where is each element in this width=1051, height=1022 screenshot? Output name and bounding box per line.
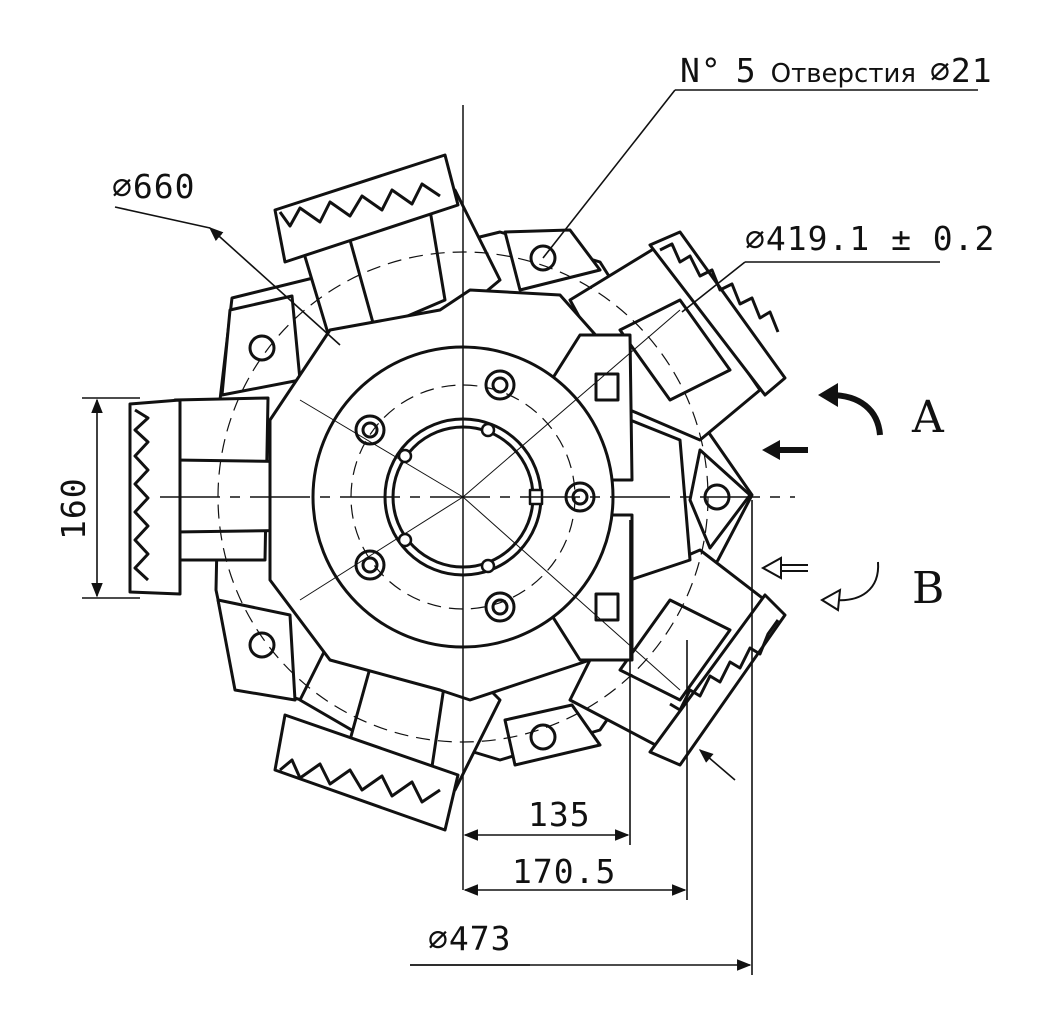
cylinder-left	[128, 396, 324, 596]
annotations: N° 5 Отверстия ∅21 ∅660 ∅419.1 ± 0.2 160…	[54, 51, 995, 958]
port-marker-b	[594, 592, 620, 622]
construction-lines	[160, 105, 795, 890]
flow-indicators	[760, 383, 883, 612]
diameter-419-leader	[681, 261, 746, 313]
hub-bolts	[354, 369, 596, 623]
port-marker-a	[594, 372, 620, 402]
bolt-circle-label: ∅419.1 ± 0.2	[745, 219, 995, 258]
pitch-circle-line	[350, 384, 576, 610]
port-b-label: B	[912, 563, 944, 614]
rotation-arrow-b	[834, 561, 880, 602]
bolt-circle-line	[217, 251, 709, 743]
port-a-label: A	[911, 392, 945, 443]
holes-callout: N° 5 Отверстия ∅21	[680, 51, 993, 90]
body-diameter-label: ∅473	[428, 919, 511, 958]
dimension-lines	[82, 89, 978, 975]
outer-diameter-label: ∅660	[112, 167, 195, 206]
offset-135-label: 135	[528, 795, 591, 834]
cylinder-upper-right	[568, 230, 787, 442]
holes-leader	[542, 89, 676, 259]
height-label: 160	[54, 477, 93, 540]
diameter-660-leader	[208, 227, 341, 346]
offset-170-label: 170.5	[512, 852, 616, 891]
